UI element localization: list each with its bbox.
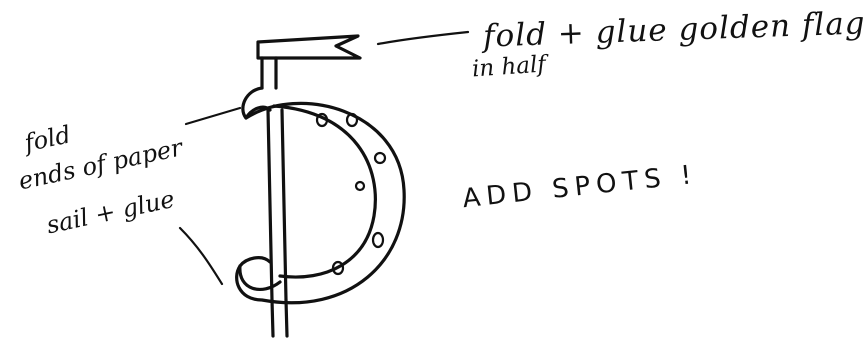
sail-bottom-curl (240, 266, 280, 289)
leader-flag (378, 32, 468, 44)
leader-fold-bottom (180, 228, 222, 284)
leader-fold-top (186, 108, 240, 124)
flag (258, 36, 360, 58)
spot (375, 153, 385, 163)
spot (373, 233, 383, 247)
sail-outline (237, 88, 405, 303)
mast-left (268, 110, 272, 300)
mast-bottom-left (272, 300, 273, 336)
spot (356, 182, 364, 190)
sail-inner-curve (274, 106, 375, 277)
mast-bottom-right (286, 300, 287, 336)
mast-right (282, 110, 286, 300)
flag-annotation-line2: in half (471, 51, 547, 82)
